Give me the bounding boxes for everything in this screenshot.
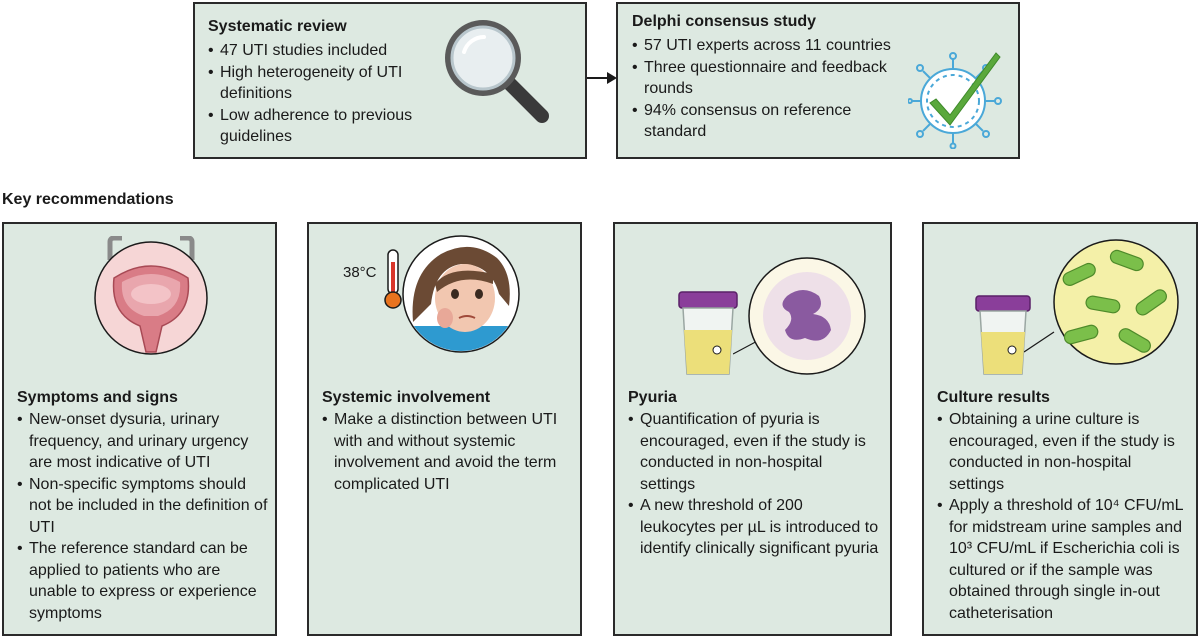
list-item: Non-specific symptoms should not be incl…: [17, 474, 269, 539]
list-item: New-onset dysuria, urinary frequency, an…: [17, 409, 269, 474]
symptoms-title: Symptoms and signs: [17, 389, 178, 406]
leukocyte-icon: [733, 257, 866, 375]
pyuria-card: Pyuria Quantification of pyuria is encou…: [613, 222, 892, 636]
key-recommendations-heading: Key recommendations: [2, 191, 174, 208]
list-item: Make a distinction between UTI with and …: [322, 409, 574, 495]
systemic-card: 38°C Systemic involvement Make a distinc…: [307, 222, 582, 636]
list-item: 94% consensus on reference standard: [632, 100, 897, 143]
magnifier-icon: [445, 20, 549, 123]
urine-cup-icon: [678, 291, 738, 375]
systemic-list: Make a distinction between UTI with and …: [322, 409, 574, 495]
list-item: The reference standard can be applied to…: [17, 538, 269, 624]
pyuria-title: Pyuria: [628, 389, 677, 406]
list-item: Three questionnaire and feedback rounds: [632, 57, 897, 100]
list-item: A new threshold of 200 leukocytes per µL…: [628, 495, 880, 560]
culture-title: Culture results: [937, 389, 1050, 406]
symptoms-card: Symptoms and signs New-onset dysuria, ur…: [2, 222, 277, 636]
flow-arrow-icon: [587, 72, 617, 84]
virus-check-icon: [908, 52, 1002, 149]
list-item: Apply a threshold of 10⁴ CFU/mL for mids…: [937, 495, 1189, 624]
delphi-title: Delphi consensus study: [632, 13, 817, 30]
delphi-box: Delphi consensus study 57 UTI experts ac…: [616, 2, 1020, 159]
culture-card: Culture results Obtaining a urine cultur…: [922, 222, 1198, 636]
list-item: 47 UTI studies included: [208, 40, 423, 62]
patient-icon: [402, 235, 520, 353]
systematic-review-box: Systematic review 47 UTI studies include…: [193, 2, 587, 159]
urine-cup-icon: [975, 295, 1031, 375]
temperature-label: 38°C: [343, 264, 377, 281]
symptoms-list: New-onset dysuria, urinary frequency, an…: [17, 409, 269, 624]
systematic-review-list: 47 UTI studies included High heterogenei…: [208, 40, 423, 148]
pyuria-list: Quantification of pyuria is encouraged, …: [628, 409, 880, 560]
list-item: 57 UTI experts across 11 countries: [632, 35, 897, 57]
list-item: Quantification of pyuria is encouraged, …: [628, 409, 880, 495]
culture-list: Obtaining a urine culture is encouraged,…: [937, 409, 1189, 624]
bacteria-icon: [1024, 239, 1179, 365]
list-item: Obtaining a urine culture is encouraged,…: [937, 409, 1189, 495]
thermometer-icon: [384, 249, 402, 309]
list-item: High heterogeneity of UTI definitions: [208, 62, 423, 105]
bladder-icon: [94, 236, 208, 355]
systematic-review-title: Systematic review: [208, 18, 347, 35]
delphi-list: 57 UTI experts across 11 countries Three…: [632, 35, 897, 143]
systemic-title: Systemic involvement: [322, 389, 491, 406]
list-item: Low adherence to previous guidelines: [208, 105, 423, 148]
